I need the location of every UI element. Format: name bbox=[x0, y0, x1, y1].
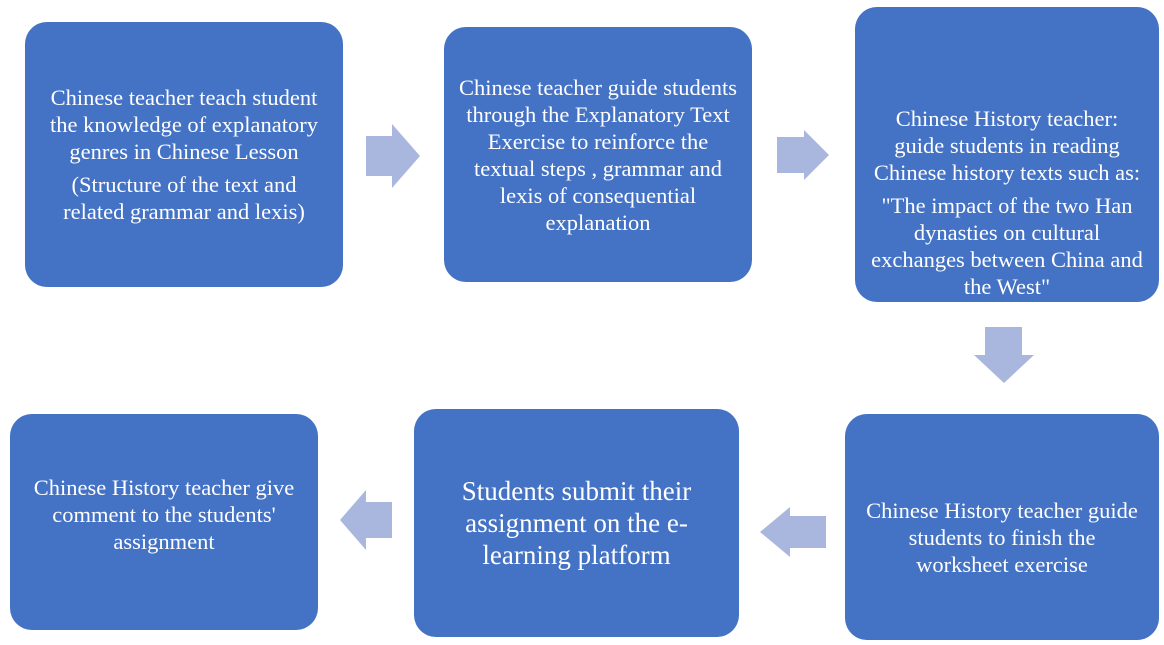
step-2-box: Chinese teacher guide students through t… bbox=[444, 27, 752, 282]
step-3-text: Chinese History teacher: guide students … bbox=[873, 106, 1141, 185]
arrow-left-icon bbox=[340, 490, 392, 550]
step-1-subtext: (Structure of the text and related gramm… bbox=[63, 172, 305, 224]
step-6-box: Chinese History teacher give comment to … bbox=[10, 414, 318, 630]
arrow-down-icon bbox=[974, 327, 1034, 383]
step-5-box: Students submit their assignment on the … bbox=[414, 409, 739, 637]
step-4-box: Chinese History teacher guide students t… bbox=[845, 414, 1159, 640]
step-5-text: Students submit their assignment on the … bbox=[461, 476, 692, 570]
arrow-right-icon bbox=[777, 130, 829, 180]
step-3-quote: "The impact of the two Han dynasties on … bbox=[871, 193, 1143, 299]
step-3-box: Chinese History teacher: guide students … bbox=[855, 7, 1159, 302]
step-1-box: Chinese teacher teach student the knowle… bbox=[25, 22, 343, 287]
step-4-text: Chinese History teacher guide students t… bbox=[866, 497, 1138, 577]
arrow-left-icon bbox=[760, 507, 826, 557]
step-2-text: Chinese teacher guide students through t… bbox=[458, 74, 738, 235]
step-6-text: Chinese History teacher give comment to … bbox=[33, 475, 295, 554]
step-1-text: Chinese teacher teach student the knowle… bbox=[49, 85, 319, 164]
arrow-right-icon bbox=[366, 124, 420, 188]
